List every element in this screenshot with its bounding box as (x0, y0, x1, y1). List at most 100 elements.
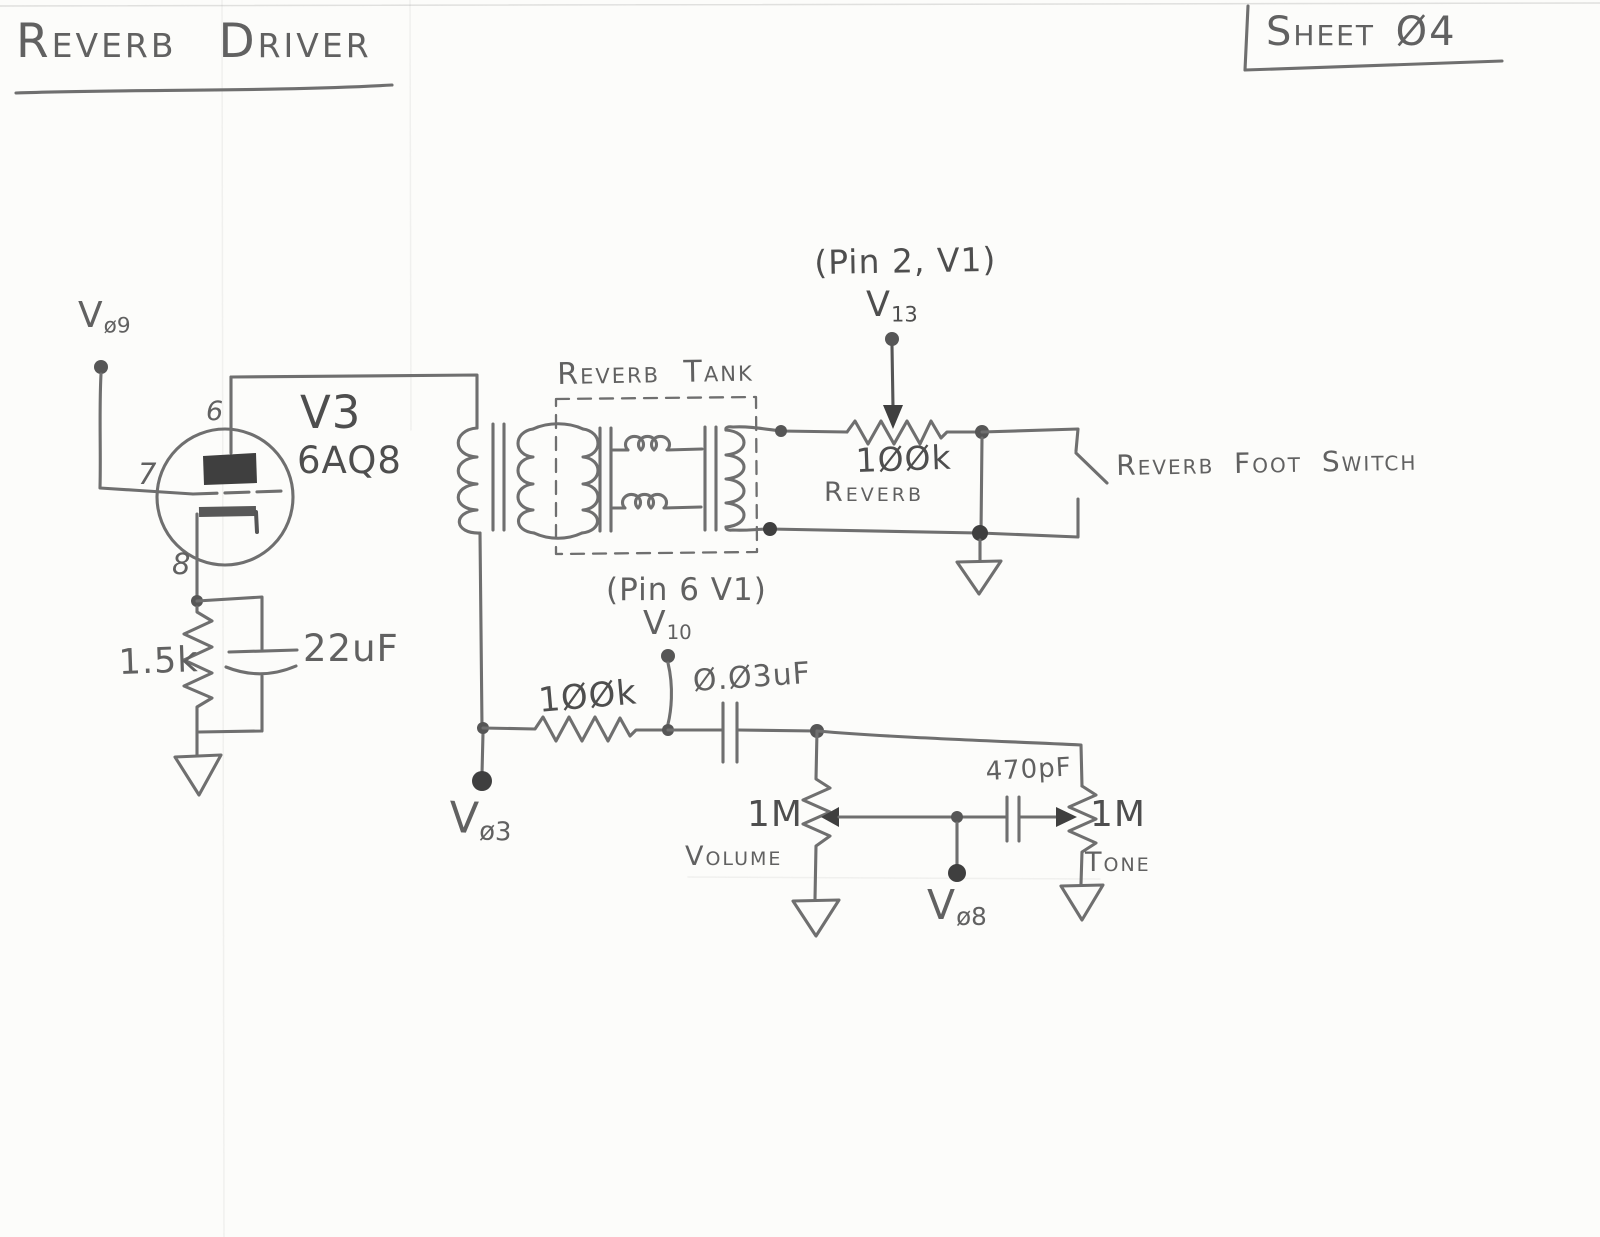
reverb-pot-wiper-arrow (883, 405, 903, 429)
volume-pot-value: 1M (747, 794, 803, 835)
tone-pot-resistor (1067, 784, 1098, 886)
node-v03-main: V (448, 793, 481, 845)
cathode-cap-bottom-plate (224, 664, 298, 676)
pin-label-grid: 7 (138, 457, 158, 491)
cathode-ground-symbol (173, 753, 223, 797)
foot-switch-label: Reverb Foot Switch (1115, 443, 1418, 482)
tank-core-right (703, 425, 718, 532)
cathode-cap-top-plate (227, 648, 299, 654)
node-v13-sub: 13 (890, 302, 918, 327)
tank-input-coil-right (580, 427, 600, 535)
v10-ref-label: (Pin 6 V1) (606, 572, 767, 608)
output-mix-rail (472, 649, 824, 791)
v03-node-dot (472, 771, 492, 791)
volume-pot-label: Volume (685, 841, 783, 872)
pin-label-plate: 6 (206, 396, 225, 427)
tone-pot-value: 1M (1090, 794, 1146, 835)
cathode-resistor (182, 605, 214, 758)
reverb-pot-wiper-line (890, 344, 895, 409)
v09-wire (98, 372, 195, 496)
volume-wiper-arrow (821, 807, 839, 827)
treble-cap (1005, 795, 1077, 843)
tone-wiper-arrow (1056, 807, 1077, 827)
cathode-network (173, 595, 299, 797)
node-label-v10: V10 (643, 606, 692, 643)
v09-node-dot (94, 360, 108, 374)
primary-return-wire (478, 531, 485, 776)
switch-bottom-contact (978, 497, 1080, 539)
tube-envelope (155, 427, 295, 567)
node-label-v13: V13 (866, 288, 918, 325)
tube-grid (191, 489, 285, 496)
node-v03-sub: ø3 (478, 816, 512, 848)
coupling-cap-plates (721, 701, 739, 764)
tank-spring-bottom (611, 492, 703, 510)
cathode-cap-bottom-lead (197, 674, 264, 734)
driver-transformer (456, 422, 506, 776)
v10-node-dot (661, 649, 675, 663)
title-underline (14, 83, 394, 95)
junction-dot (775, 425, 787, 437)
junction-dot (972, 525, 988, 541)
v10-wire (666, 661, 673, 726)
tube-designator: V3 (300, 386, 362, 439)
node-v13-main: V (866, 285, 891, 325)
cathode-cap-top-lead (195, 595, 264, 651)
cathode-resistor-value: 1.5k (117, 640, 200, 683)
v13-ref-label: (Pin 2, V1) (813, 239, 997, 282)
transformer-core (491, 422, 506, 532)
node-v08-sub: ø8 (956, 902, 987, 932)
page-title: Reverb Driver (16, 14, 372, 69)
volume-pot (791, 729, 1008, 938)
tone-ground-symbol (1059, 883, 1105, 922)
cathode-hook (254, 510, 259, 534)
node-v09-sub: ø9 (103, 313, 131, 339)
paper-crease-2 (409, 0, 412, 431)
node-v08-main: V (927, 881, 957, 929)
sheet-number: Sheet Ø4 (1266, 9, 1457, 55)
tank-spring-top (611, 434, 704, 452)
reverb-pot-value: 1ØØk (854, 437, 953, 480)
node-label-v08: Vø8 (927, 885, 987, 930)
pin-label-cathode: 8 (172, 547, 192, 581)
paper-edge-line (0, 2, 1600, 7)
node-v10-main: V (643, 603, 667, 642)
wire-from-cap (736, 728, 818, 733)
switch-shunt-wire (979, 436, 984, 535)
volume-ground-symbol (791, 898, 841, 938)
junction-dot (763, 522, 777, 536)
tank-output-coil (724, 428, 746, 529)
reverb-tank-label: Reverb Tank (556, 353, 754, 392)
tank-dashed-outline (554, 395, 759, 556)
tank-output-top-wire (724, 425, 849, 434)
tube-type: 6AQ8 (297, 439, 402, 482)
node-label-v03: Vø3 (448, 793, 512, 848)
tube-v3 (155, 375, 295, 602)
top-rail-wire (815, 729, 1084, 788)
tank-input-coil-left (516, 427, 536, 535)
cathode-cap-value: 22uF (303, 627, 399, 670)
tube-cathode (198, 506, 257, 517)
foot-switch (955, 427, 1109, 596)
coupling-cap-value: Ø.Ø3uF (691, 655, 813, 699)
v13-node-dot (885, 332, 899, 346)
sheet-box (1243, 4, 1504, 72)
node-label-v09: Vø9 (78, 298, 131, 337)
treble-cap-value: 470pF (984, 752, 1073, 787)
tone-pot-label: Tone (1085, 847, 1151, 878)
tank-input-coil-caps (531, 422, 585, 540)
grid-feed-v09 (94, 360, 195, 496)
reverb-pot (845, 332, 989, 446)
reverb-pot-resistor (845, 419, 984, 446)
series-resistor (481, 715, 670, 743)
treble-cap-plates (1005, 795, 1021, 843)
primary-coil (456, 426, 482, 535)
tube-plate (203, 453, 257, 485)
switch-blade (1074, 451, 1109, 485)
reverb-pot-label: Reverb (824, 477, 925, 508)
tone-pot (815, 729, 1105, 922)
switch-top-contact (980, 427, 1080, 453)
junction-dot (951, 811, 963, 823)
